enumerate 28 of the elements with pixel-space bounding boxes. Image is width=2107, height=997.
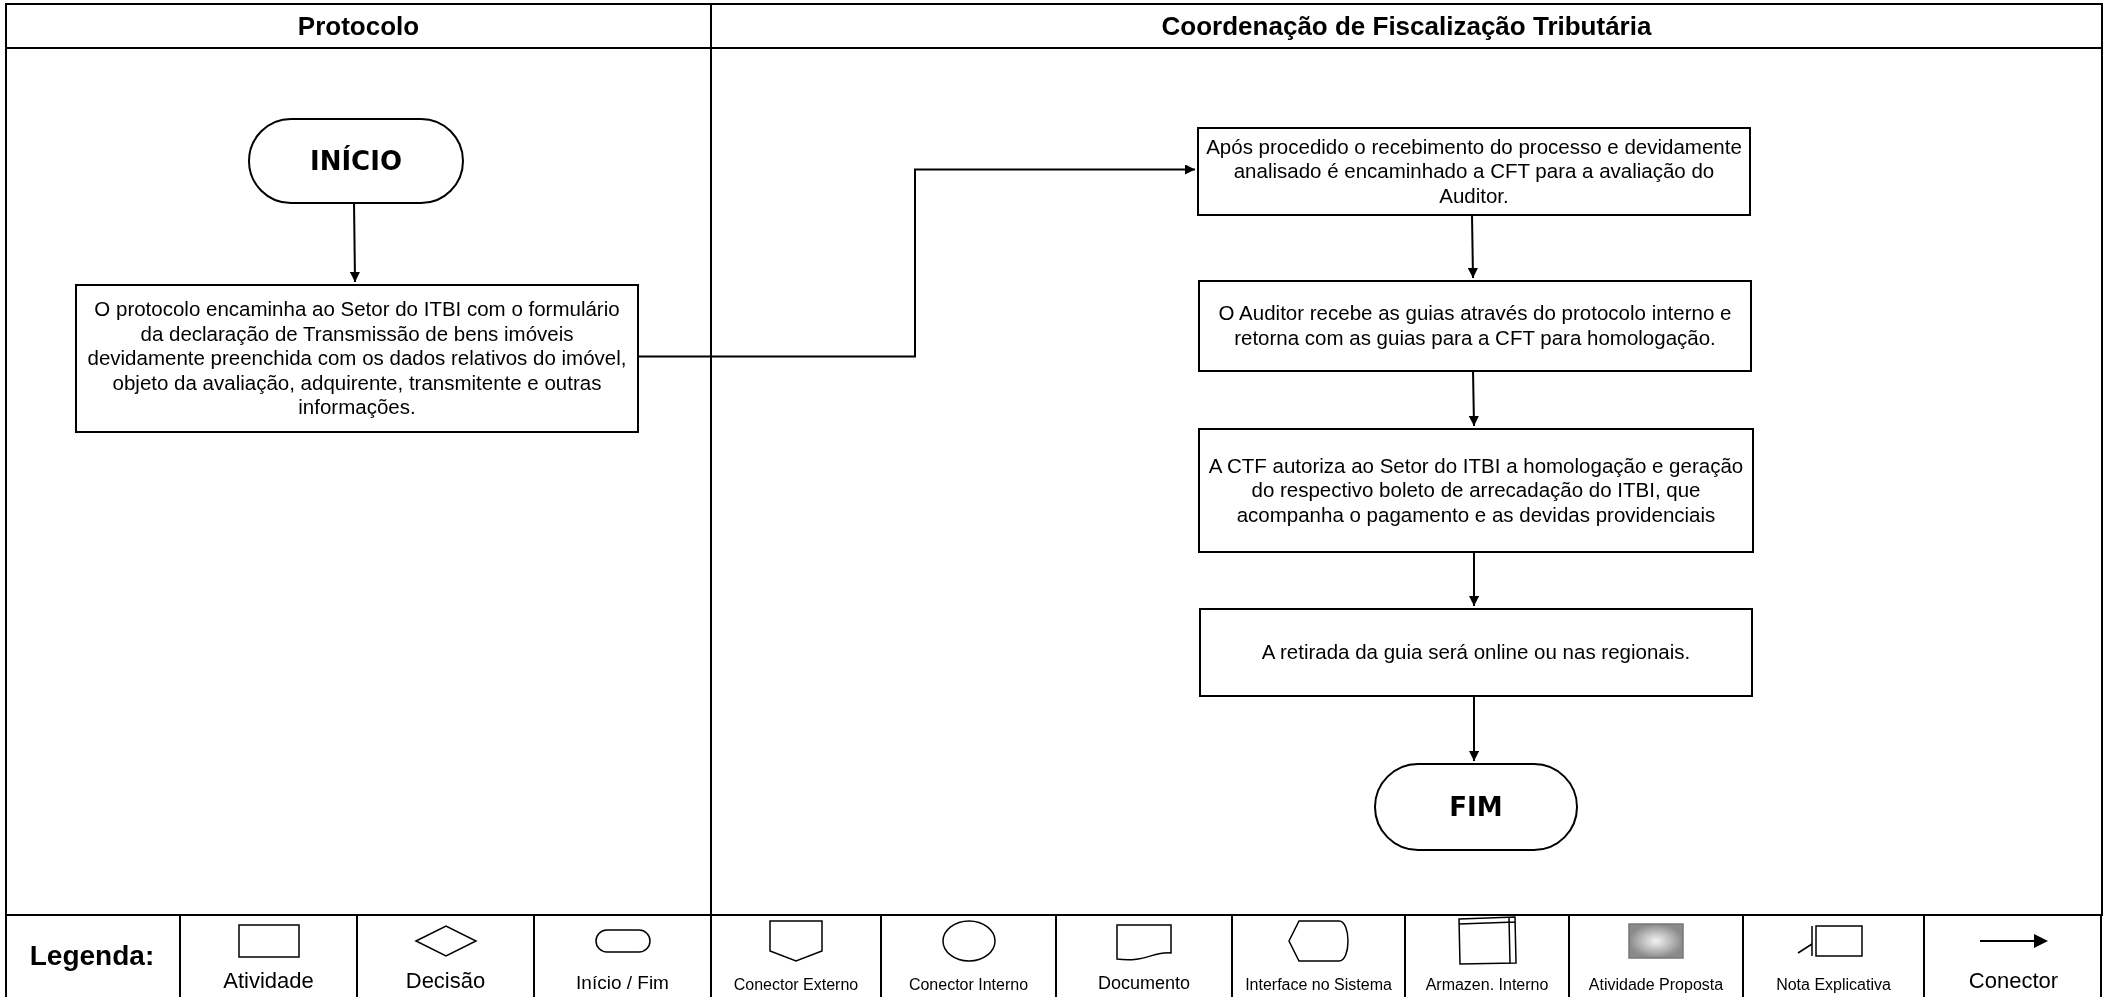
legend-label: Atividade: [222, 968, 315, 994]
node-text: FIM: [1449, 792, 1503, 822]
legend-label: Conector Externo: [732, 976, 860, 994]
legend-label: Interface no Sistema: [1244, 976, 1393, 994]
swimlane: [5, 3, 712, 916]
node-text: O Auditor recebe as guias através do protocolo interno e retorna com as guias para a CFT para homologação.: [1217, 301, 1733, 351]
process-box: [1198, 280, 1752, 372]
node-text: Após procedido o recebimento do processo e devidamente analisado é encaminhado a CFT para a avaliação do Auditor.: [1205, 134, 1743, 209]
lane-header: Coordenação de Fiscalização Tributária: [712, 5, 2101, 49]
lane-header: Protocolo: [7, 5, 710, 49]
legend-label: Nota Explicativa: [1775, 976, 1892, 994]
process-box: [1199, 608, 1753, 697]
swimlane: [710, 3, 2103, 916]
legend-label: Decisão: [404, 968, 487, 994]
process-box: [1198, 428, 1754, 553]
legend-title: Legenda:: [29, 939, 155, 972]
node-text: A CTF autoriza ao Setor do ITBI a homologação e geração do respectivo boleto de arrecadação do ITBI, que acompanha o pagamento e as devidas providenciais: [1207, 453, 1745, 528]
legend-label: Atividade Proposta: [1587, 976, 1725, 994]
process-box: [1197, 127, 1751, 216]
legend-label: Armazen. Interno: [1424, 976, 1550, 994]
node-text: O protocolo encaminha ao Setor do ITBI com o formulário da declaração de Transmissão de bens imóveis devidamente preenchida com os dados relativos do imóvel, objeto da avaliação, adquirente, transmitente e outras informações.: [86, 297, 628, 420]
node-text: INÍCIO: [310, 146, 402, 176]
legend-label: Conector Interno: [907, 976, 1030, 994]
legend-label: Conector: [1967, 968, 2060, 994]
process-box: [75, 284, 639, 433]
legend-label: Documento: [1096, 973, 1192, 994]
legend-label: Início / Fim: [575, 972, 670, 994]
node-text: A retirada da guia será online ou nas regionais.: [1261, 640, 1691, 665]
